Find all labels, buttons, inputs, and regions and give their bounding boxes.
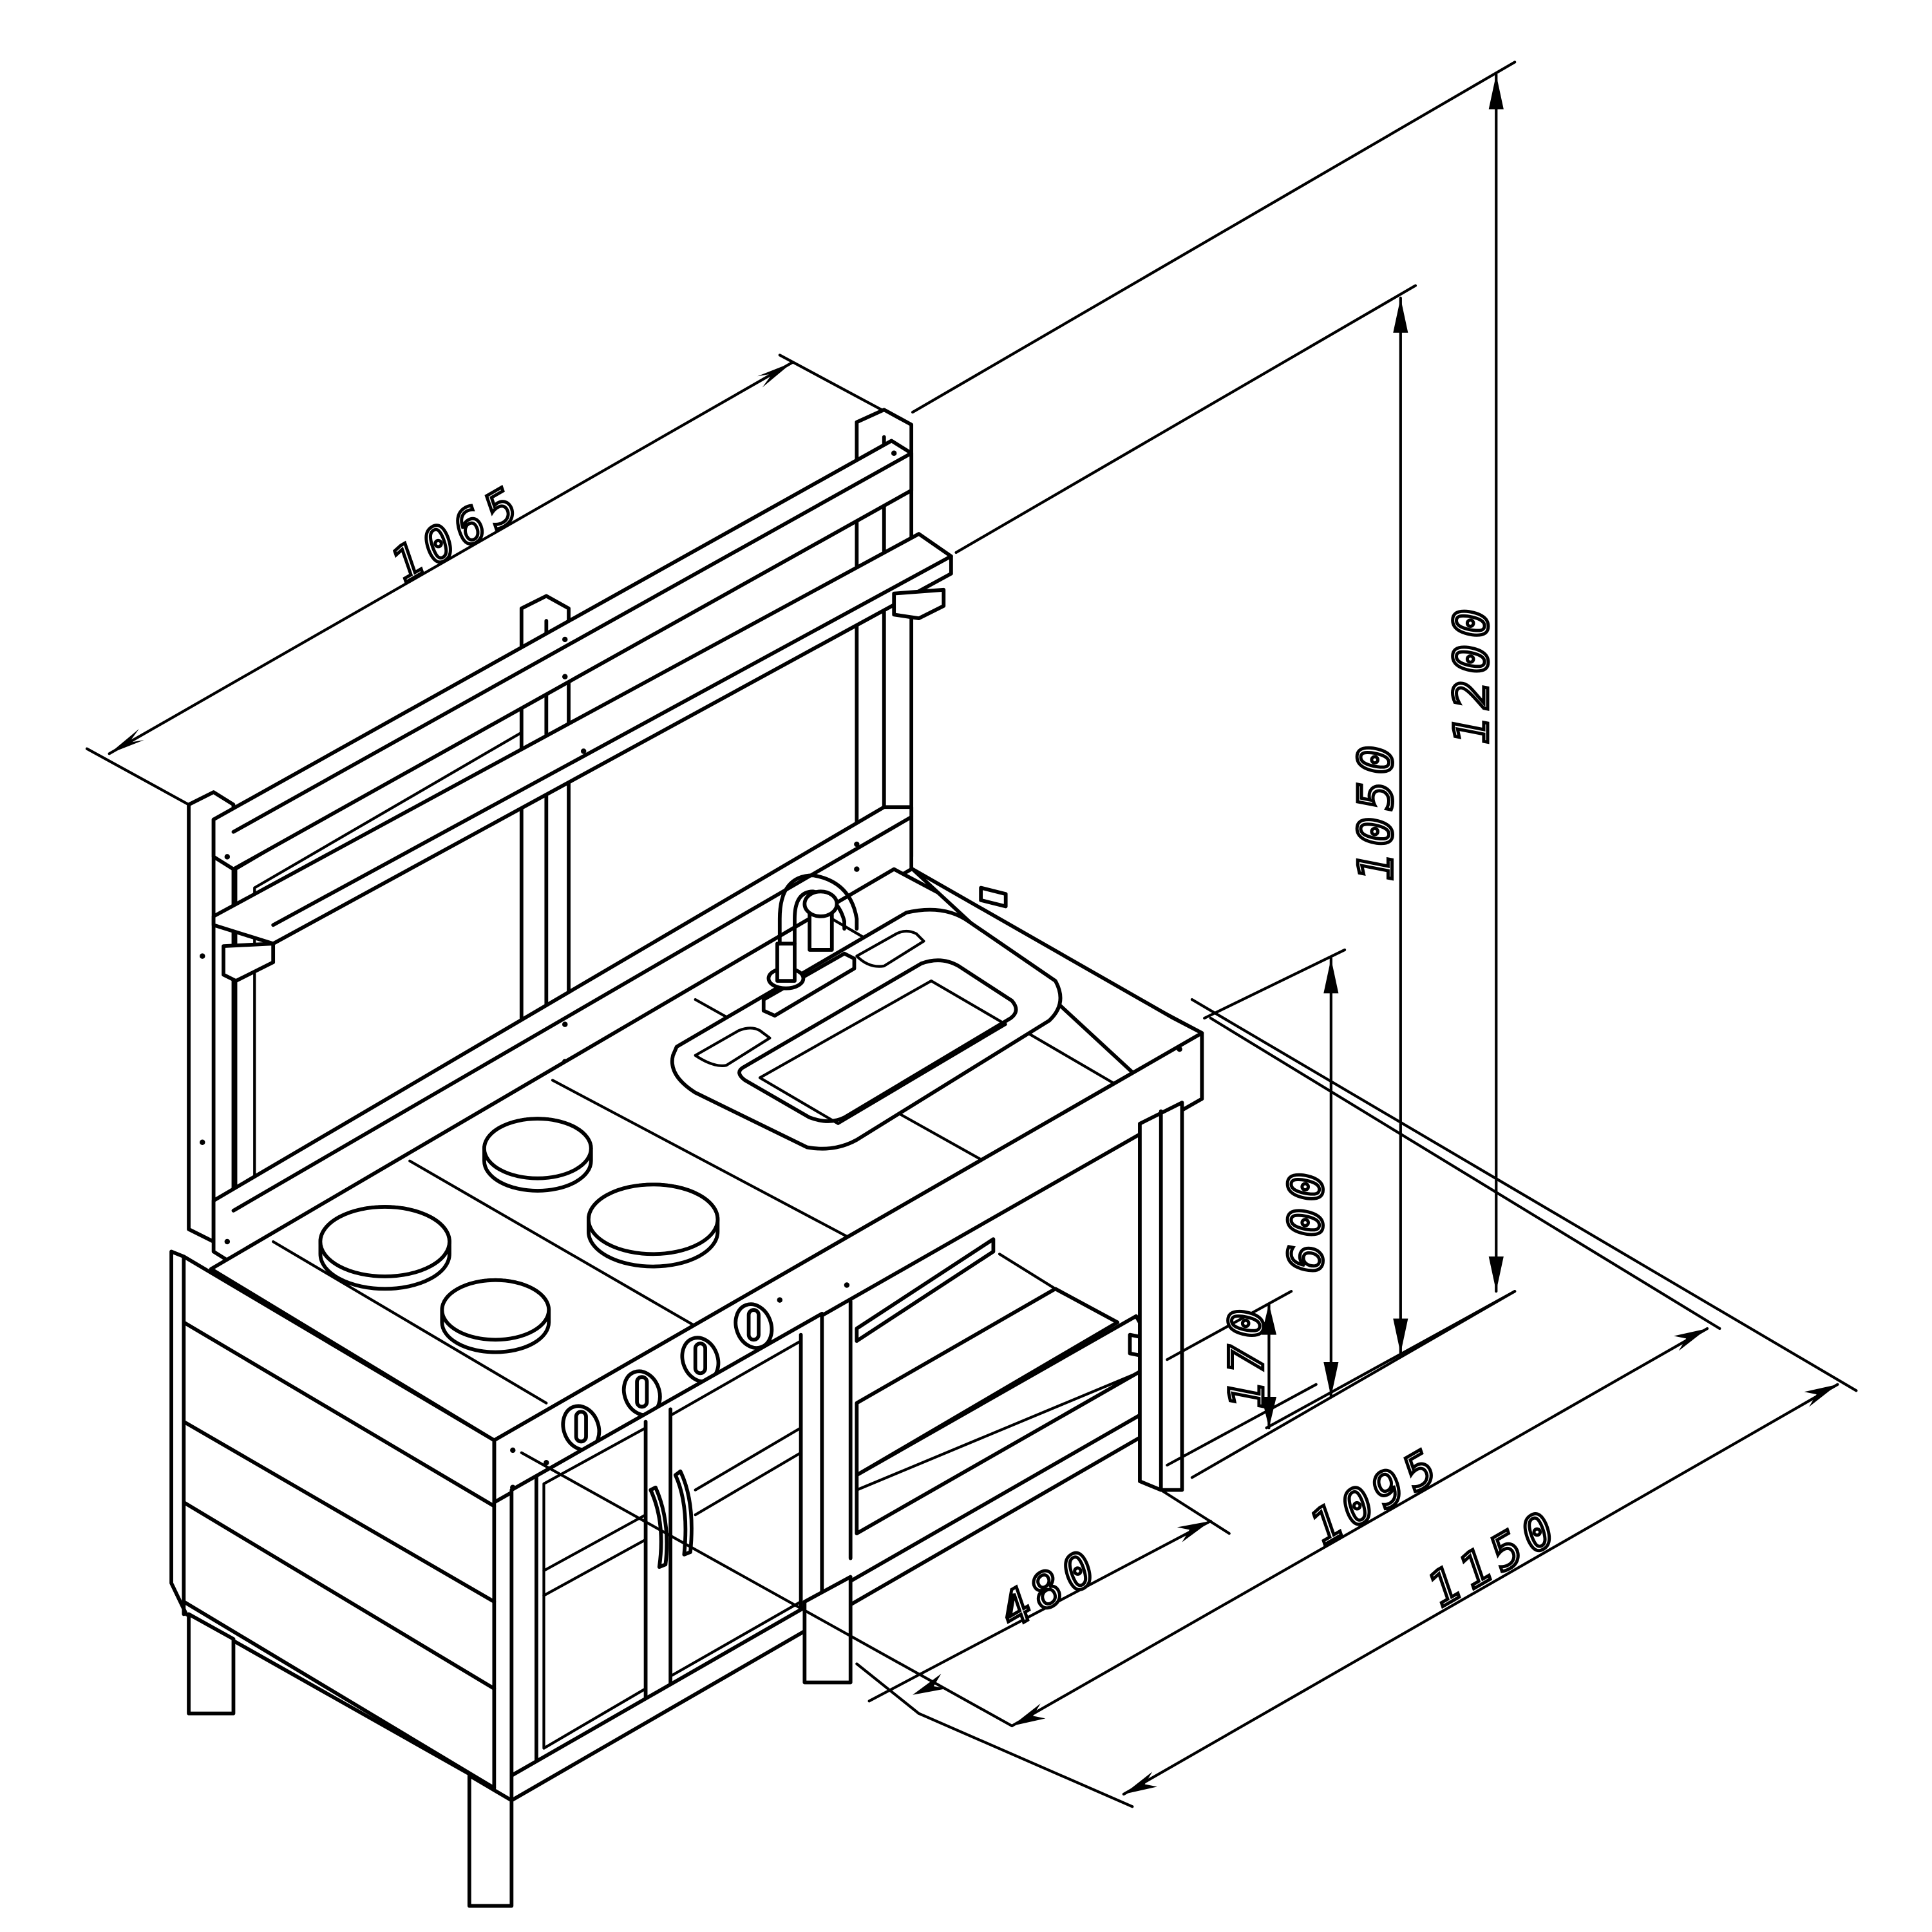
control-knob-2	[621, 1369, 662, 1417]
dimension-label-1095: 1095	[1301, 1437, 1452, 1556]
hob-plate-back-right	[586, 1182, 720, 1269]
dimension-1200: 1200	[911, 61, 1517, 1479]
hob-plate-front-right	[440, 1278, 551, 1354]
cabinet-door-right	[669, 1340, 802, 1678]
dimension-label-600: 600	[1279, 1165, 1334, 1273]
dimension-label-1150: 1150	[1419, 1499, 1570, 1618]
top-rail-board	[211, 439, 914, 871]
hob-plate-front-left	[318, 1205, 451, 1291]
control-knob-1	[561, 1404, 601, 1452]
front-left-leg	[467, 1774, 514, 1908]
left-side-panel	[169, 1249, 497, 1790]
dimension-label-1065: 1065	[382, 475, 533, 594]
upper-shelf	[200, 532, 953, 1146]
dimension-1050: 1050	[954, 284, 1417, 1355]
right-open-section	[848, 1237, 1163, 1560]
sink-basin	[670, 907, 1063, 1151]
back-right-leg	[1138, 1101, 1184, 1492]
faucet	[761, 873, 859, 1018]
front-right-leg	[802, 1575, 853, 1685]
play-kitchen	[169, 408, 1204, 1908]
back-left-leg	[187, 1612, 236, 1716]
dimension-1065: 1065	[85, 354, 884, 806]
dimension-170: 170	[1166, 1290, 1318, 1467]
dimension-600: 600	[1203, 948, 1517, 1430]
dimension-label-480: 480	[990, 1538, 1111, 1639]
dimension-480: 480	[855, 1488, 1231, 1715]
door-handle-left	[649, 1485, 669, 1569]
dimension-label-170: 170	[1220, 1302, 1274, 1409]
dimension-label-1200: 1200	[1444, 601, 1499, 745]
hob-plate-back-left	[482, 1117, 593, 1193]
cabinet-door-left	[542, 1426, 647, 1750]
door-handle-right	[673, 1469, 694, 1557]
dimension-label-1050: 1050	[1349, 738, 1403, 882]
